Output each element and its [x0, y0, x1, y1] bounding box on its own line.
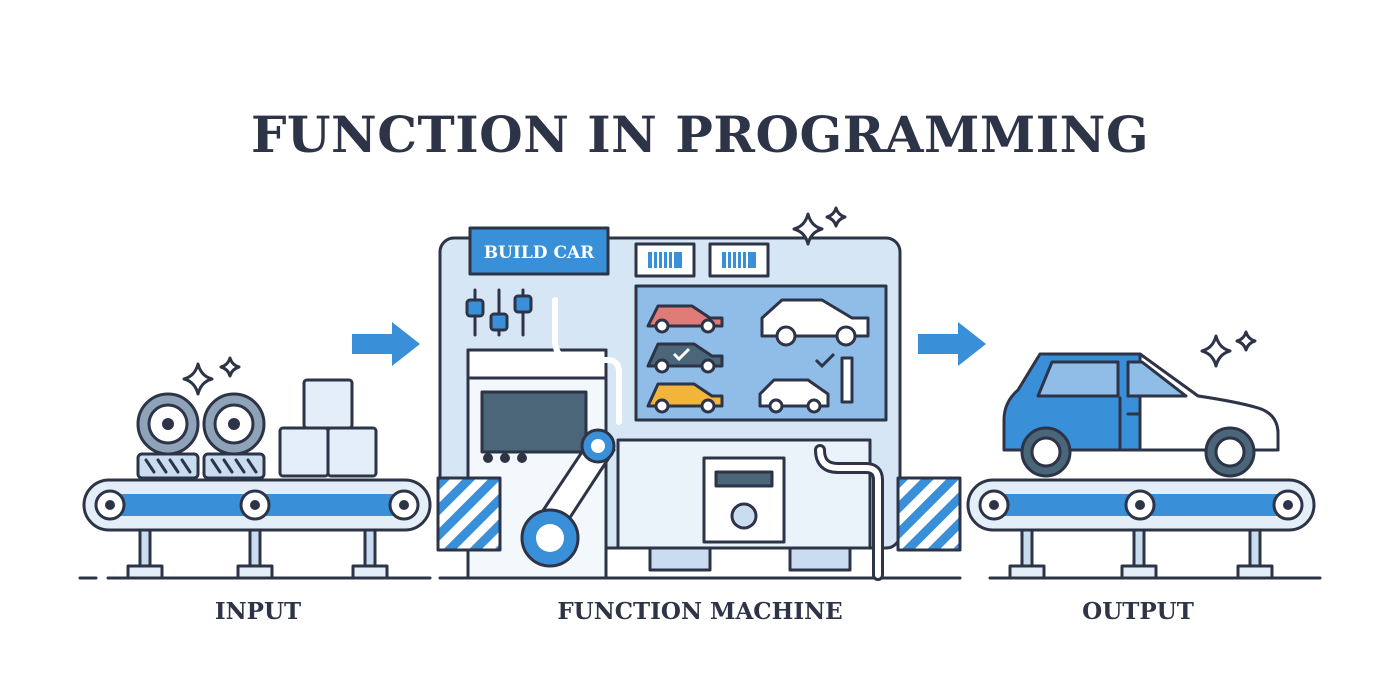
page-title: FUNCTION IN PROGRAMMING [250, 105, 1150, 164]
car-icon [646, 304, 724, 334]
caption-input: INPUT [214, 598, 302, 625]
hazard-panel-left [436, 476, 502, 552]
slider-controls [465, 288, 533, 337]
sparkle-icon [792, 206, 847, 246]
car-icon [760, 298, 870, 347]
tire-icon [136, 392, 266, 480]
car-icon [646, 382, 724, 414]
arrow-right-icon [352, 322, 420, 366]
robot-arm [520, 428, 616, 568]
car-display-window [634, 284, 888, 422]
input-conveyor-belt-icon [82, 478, 432, 580]
caption-function-machine: FUNCTION MACHINE [557, 598, 843, 625]
caption-output: OUTPUT [1082, 598, 1194, 625]
cube-icon [278, 378, 378, 478]
car-icon [758, 352, 854, 414]
gauge-displays [634, 242, 770, 278]
sparkle-icon [182, 356, 241, 396]
control-box [702, 456, 786, 544]
car-icon [646, 342, 724, 374]
hazard-panel-right [896, 476, 962, 552]
arrow-right-icon [918, 322, 986, 366]
car-icon [1002, 352, 1280, 478]
build-car-label: BUILD CAR [484, 243, 595, 263]
sparkle-icon [1200, 330, 1257, 368]
function-machine-icon: BUILD CAR [436, 226, 962, 581]
build-car-panel: BUILD CAR [468, 226, 610, 276]
output-conveyor-belt-icon [966, 478, 1316, 580]
